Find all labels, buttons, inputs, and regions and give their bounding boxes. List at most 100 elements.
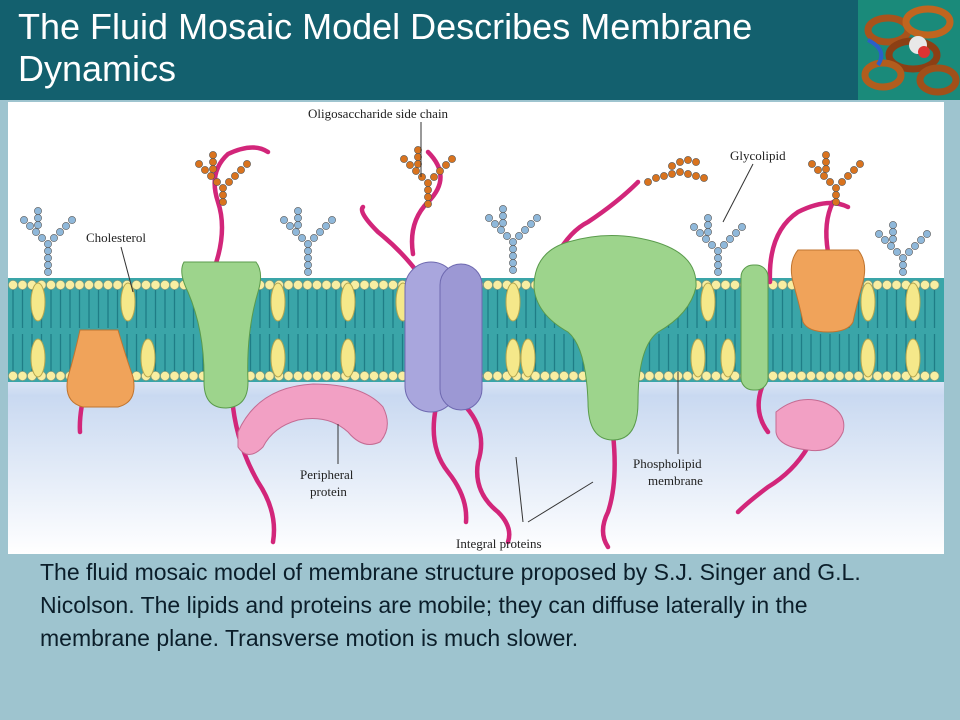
sugar-bead (44, 268, 52, 276)
sugar-bead (822, 158, 830, 166)
lipid-head (311, 370, 322, 381)
lipid-head (768, 370, 779, 381)
lipid-head (311, 279, 322, 290)
sugar-bead (714, 254, 722, 262)
sugar-bead (832, 191, 840, 199)
sugar-bead (424, 186, 432, 194)
lipid-head (8, 370, 18, 381)
sugar-bead (310, 234, 318, 242)
lipid-head (55, 279, 66, 290)
lipid-head (492, 279, 503, 290)
sugar-bead (294, 221, 302, 229)
sugar-bead (887, 242, 895, 250)
sugar-bead (676, 168, 684, 176)
sugar-bead (294, 207, 302, 215)
sugar-bead (304, 254, 312, 262)
lipid-head (568, 370, 579, 381)
sugar-bead (499, 219, 507, 227)
sugar-bead (424, 193, 432, 201)
cholesterol (905, 282, 921, 322)
sugar-bead (56, 228, 64, 236)
caption-text: The fluid mosaic model of membrane struc… (40, 559, 861, 651)
sugar-bead (533, 214, 541, 222)
lipid-head (292, 279, 303, 290)
lipid-head (178, 370, 189, 381)
lipid-head (777, 370, 788, 381)
lipid-head (302, 370, 313, 381)
sugar-bead (917, 236, 925, 244)
sugar-bead (499, 212, 507, 220)
sugar-bead (875, 230, 883, 238)
slide-title: The Fluid Mosaic Model Describes Membran… (18, 6, 753, 89)
sugar-bead (448, 155, 456, 163)
sugar-bead (298, 234, 306, 242)
label-glycolipid: Glycolipid (730, 148, 786, 163)
sugar-bead (923, 230, 931, 238)
lipid-head (74, 279, 85, 290)
sugar-bead (899, 261, 907, 269)
lipid-head (150, 279, 161, 290)
sugar-bead (414, 146, 422, 154)
sugar-bead (503, 232, 511, 240)
sugar-bead (515, 232, 523, 240)
sugar-bead (62, 222, 70, 230)
sugar-bead (442, 161, 450, 169)
membrane-diagram: Oligosaccharide side chain Glycolipid Ch… (8, 102, 944, 554)
sugar-bead (225, 178, 233, 186)
sugar-bead (521, 226, 529, 234)
sugar-bead (684, 170, 692, 178)
sugar-bead (911, 242, 919, 250)
lipid-head (169, 370, 180, 381)
lipid-head (853, 370, 864, 381)
sugar-bead (692, 172, 700, 180)
sugar-bead (820, 172, 828, 180)
cholesterol (120, 282, 136, 322)
cholesterol (505, 338, 521, 378)
lipid-head (264, 370, 275, 381)
sugar-bead (280, 216, 288, 224)
sugar-bead (424, 179, 432, 187)
sugar-bead (889, 221, 897, 229)
lipid-head (920, 370, 931, 381)
sugar-bead (808, 160, 816, 168)
sugar-bead (714, 268, 722, 276)
sugar-bead (38, 234, 46, 242)
sugar-bead (509, 245, 517, 253)
label-integral: Integral proteins (456, 536, 542, 551)
sugar-bead (44, 254, 52, 262)
lipid-head (17, 370, 28, 381)
lipid-head (920, 279, 931, 290)
sugar-bead (826, 178, 834, 186)
orange-protein-left (66, 329, 135, 408)
lipid-head (368, 370, 379, 381)
sugar-bead (899, 268, 907, 276)
sugar-bead (209, 165, 217, 173)
sugar-bead (292, 228, 300, 236)
label-phospholipid-1: Phospholipid (633, 456, 702, 471)
sugar-bead (237, 166, 245, 174)
sugar-bead (436, 167, 444, 175)
sugar-bead (704, 214, 712, 222)
green-protein-3 (740, 264, 769, 391)
lipid-head (321, 279, 332, 290)
sugar-bead (509, 238, 517, 246)
sugar-bead (704, 228, 712, 236)
lipid-head (159, 279, 170, 290)
lipid-head (368, 279, 379, 290)
lipid-head (283, 279, 294, 290)
sugar-bead (26, 222, 34, 230)
sugar-bead (209, 158, 217, 166)
small-pink-protein (775, 399, 845, 452)
green-protein-2 (533, 235, 697, 441)
cholesterol (140, 338, 156, 378)
sugar-bead (294, 214, 302, 222)
sugar-bead (304, 261, 312, 269)
sugar-bead (704, 221, 712, 229)
lipid-head (929, 370, 940, 381)
sugar-bead (195, 160, 203, 168)
lipid-head (882, 279, 893, 290)
sugar-bead (644, 178, 652, 186)
sugar-bead (219, 198, 227, 206)
cholesterol (270, 338, 286, 378)
sugar-bead (692, 158, 700, 166)
